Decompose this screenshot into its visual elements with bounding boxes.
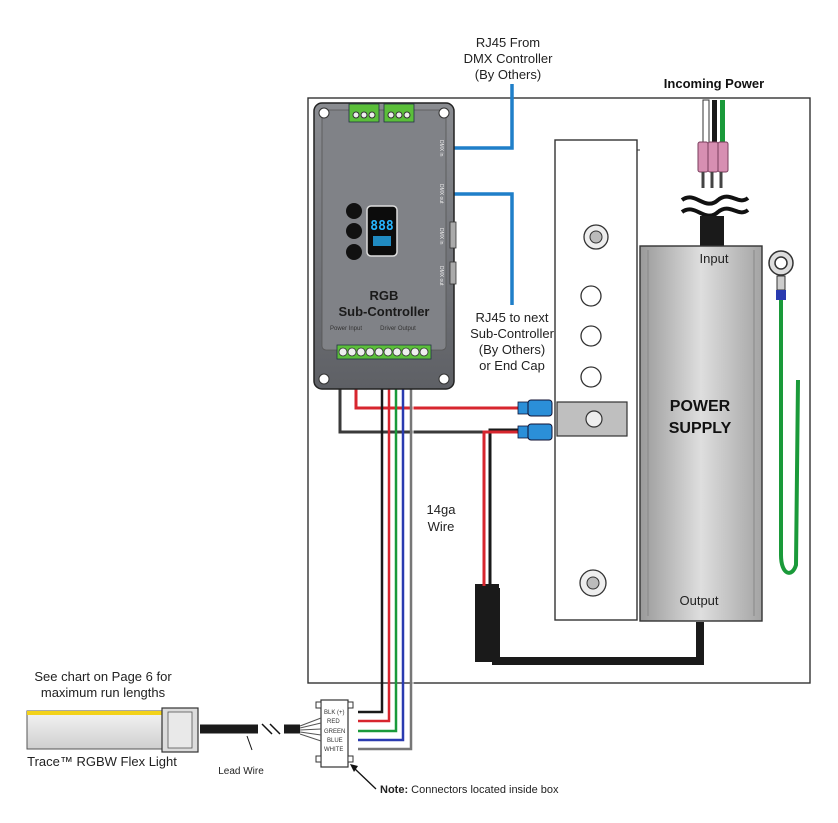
ps-input-label: Input bbox=[700, 251, 729, 266]
dmx-in-cable bbox=[452, 84, 514, 150]
connector-tabs bbox=[315, 701, 354, 763]
port-label-dmx-out-2: DMX out bbox=[438, 266, 444, 286]
note-text: Note: Connectors located inside box bbox=[380, 784, 559, 796]
power-supply: Input POWER SUPPLY Output bbox=[639, 245, 763, 622]
port-label-dmx-in-2: DMX in bbox=[438, 228, 444, 245]
note-bold: Note: bbox=[380, 784, 408, 796]
incoming-power-label: Incoming Power bbox=[664, 76, 764, 91]
rj45-next-line1: RJ45 to next bbox=[476, 310, 549, 325]
driver-output-label: Driver Output bbox=[380, 326, 416, 332]
chart-note-line1: See chart on Page 6 for bbox=[34, 669, 172, 684]
mounting-rail bbox=[554, 139, 640, 621]
controller-title-line1: RGB bbox=[370, 288, 399, 303]
flex-light-label: Trace™ RGBW Flex Light bbox=[27, 754, 177, 769]
power-input-label: Power Input bbox=[330, 326, 362, 332]
rj45-next-line3: (By Others) bbox=[479, 342, 545, 357]
lead-wire-label: Lead Wire bbox=[218, 766, 264, 777]
pin-label-blk: BLK (+) bbox=[324, 710, 345, 716]
wire-gauge-line2: Wire bbox=[428, 519, 455, 534]
dmx-out-cable bbox=[452, 192, 514, 305]
driver-output-wires bbox=[358, 366, 414, 751]
chart-note-line2: maximum run lengths bbox=[41, 685, 166, 700]
lead-wire bbox=[200, 717, 322, 751]
rj45-from-label: RJ45 From DMX Controller (By Others) bbox=[464, 35, 554, 82]
wire-nut-connectors bbox=[697, 141, 729, 173]
lead-wire-connector bbox=[320, 699, 349, 768]
ground-lug bbox=[768, 250, 800, 575]
flex-light bbox=[26, 707, 199, 753]
butt-connectors bbox=[517, 399, 553, 441]
rj45-from-line3: (By Others) bbox=[475, 67, 541, 82]
connector-pin-labels: BLK (+) RED GREEN BLUE WHITE bbox=[324, 710, 345, 753]
incoming-power-wires bbox=[680, 99, 750, 246]
pin-label-green: GREEN bbox=[324, 729, 345, 735]
rgb-sub-controller: DMX in DMX out DMX in DMX out 888 RGB Su… bbox=[313, 102, 457, 390]
terminal-screws bbox=[338, 347, 429, 357]
rj45-from-line2: DMX Controller bbox=[464, 51, 554, 66]
ps-title-line2: SUPPLY bbox=[669, 420, 732, 437]
dmx-cables bbox=[452, 84, 514, 305]
display-digits: 888 bbox=[370, 219, 394, 234]
controller-button-2[interactable] bbox=[346, 223, 362, 239]
pin-label-red: RED bbox=[327, 719, 340, 725]
cable-break-mark bbox=[680, 194, 750, 218]
rj45-next-line4: or End Cap bbox=[479, 358, 545, 373]
rj45-from-line1: RJ45 From bbox=[476, 35, 540, 50]
note-arrow bbox=[353, 767, 377, 790]
note-body: Connectors located inside box bbox=[408, 784, 559, 796]
controller-title-line2: Sub-Controller bbox=[339, 304, 430, 319]
port-label-dmx-in-1: DMX in bbox=[438, 140, 444, 157]
pin-label-blue: BLUE bbox=[327, 738, 343, 744]
ps-title-line1: POWER bbox=[670, 398, 731, 415]
rj45-next-line2: Sub-Controller bbox=[470, 326, 554, 341]
controller-button-3[interactable] bbox=[346, 244, 362, 260]
controller-button-1[interactable] bbox=[346, 203, 362, 219]
wire-gauge-line1: 14ga bbox=[427, 502, 457, 517]
pin-label-white: WHITE bbox=[324, 747, 343, 753]
rj45-next-label: RJ45 to next Sub-Controller (By Others) … bbox=[470, 310, 554, 373]
ps-output-label: Output bbox=[679, 593, 718, 608]
port-label-dmx-out-1: DMX out bbox=[438, 184, 444, 204]
